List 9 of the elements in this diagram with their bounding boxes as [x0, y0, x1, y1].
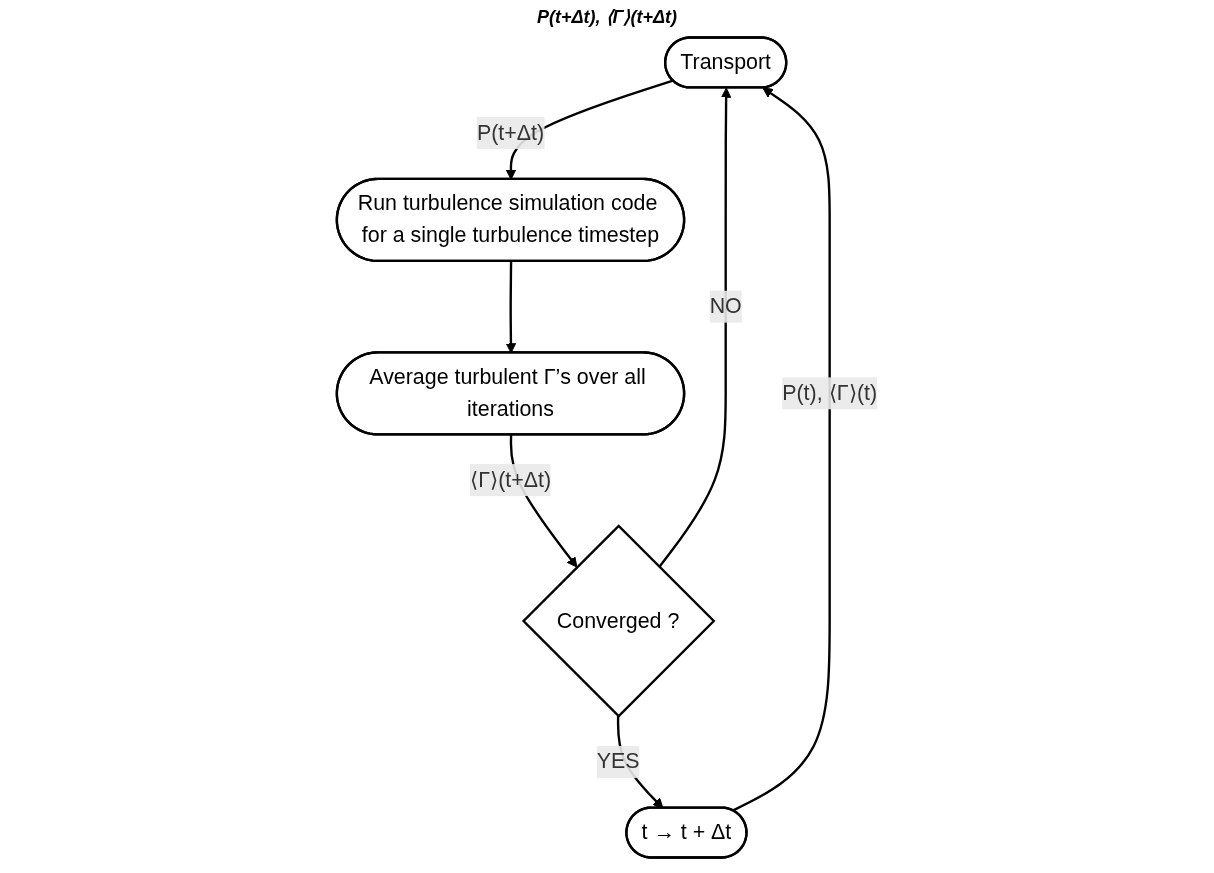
flow-label: P(t+Δt), ⟨Γ⟩(t+Δt) [536, 6, 678, 28]
arrow [732, 87, 831, 812]
node-diamond: Converged ? [521, 524, 716, 718]
edge-label: P(t+Δt) [476, 120, 545, 145]
arrow [658, 87, 732, 568]
edge-label: NO [709, 294, 742, 318]
edge-label: P(t), ⟨Γ⟩(t) [782, 380, 878, 405]
edge-label: YES [596, 749, 640, 774]
edge-label: ⟨Γ⟩(t+Δt) [469, 467, 552, 492]
